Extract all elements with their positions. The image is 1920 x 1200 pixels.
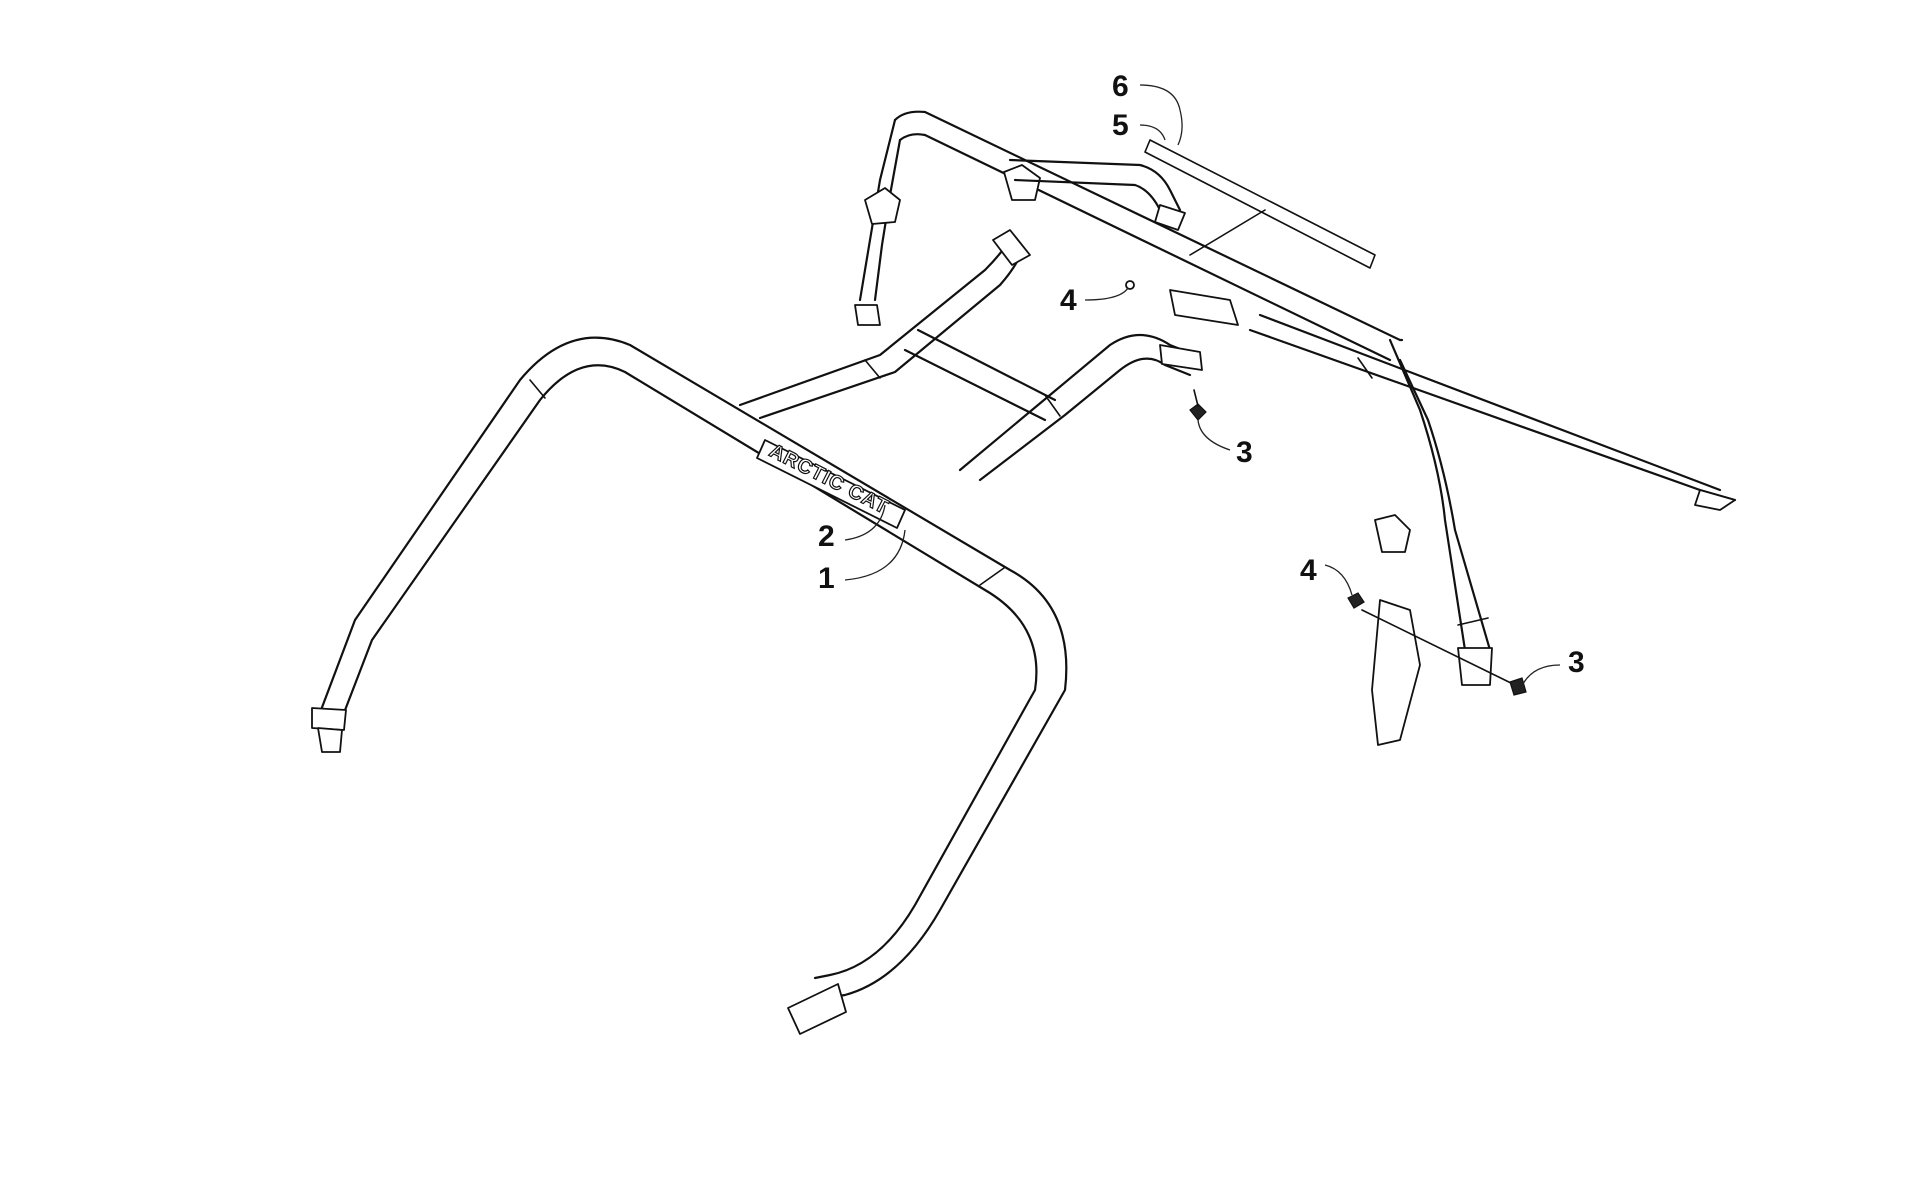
bolt-upper-head <box>1189 403 1207 421</box>
center-cross-tubes <box>738 229 1197 482</box>
callout-labels: 2 1 3 3 4 4 5 6 <box>818 70 1585 679</box>
front-roll-bar <box>311 336 1068 1035</box>
clamp-lower-right <box>1374 514 1411 553</box>
bolt-lower-head <box>1509 677 1527 696</box>
roof-plate <box>1144 139 1376 269</box>
nut-upper <box>1125 280 1135 290</box>
rear-roll-bar <box>854 110 1737 686</box>
fasteners <box>1125 280 1527 696</box>
upper-crossbar <box>1008 158 1186 231</box>
callout-1: 1 <box>818 562 835 595</box>
leader-lines <box>844 84 1561 691</box>
callout-2: 2 <box>818 520 835 553</box>
callout-4-upper: 4 <box>1060 284 1077 317</box>
clamps <box>864 164 1411 553</box>
callout-4-lower: 4 <box>1300 554 1317 587</box>
mounting-brackets <box>1159 289 1421 746</box>
clamp-upper-left <box>864 187 901 225</box>
bracket-mid <box>1159 344 1203 371</box>
decal-text: ARCTIC CAT <box>766 440 892 519</box>
bracket-upper <box>1169 289 1239 326</box>
bracket-lower <box>1371 599 1421 746</box>
callout-3-lower: 3 <box>1568 646 1585 679</box>
callout-5: 5 <box>1112 109 1129 142</box>
callout-6: 6 <box>1112 70 1129 103</box>
callout-3-upper: 3 <box>1236 436 1253 469</box>
clamp-upper-center <box>1003 164 1041 201</box>
nut-lower <box>1347 592 1365 609</box>
